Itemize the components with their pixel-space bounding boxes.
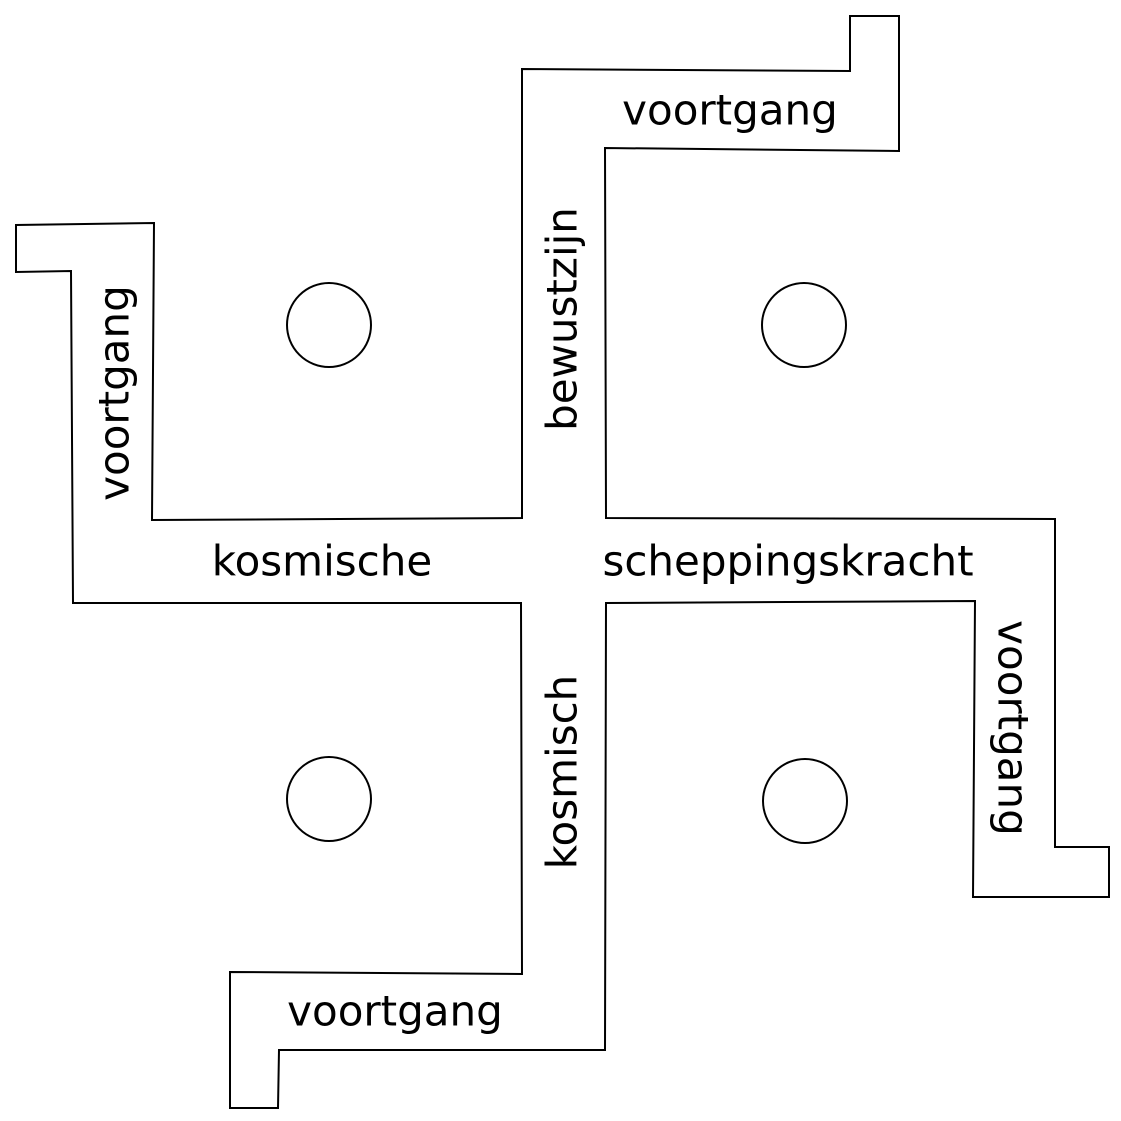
label-left-center: kosmische <box>212 537 432 586</box>
label-right-arm: voortgang <box>989 620 1038 836</box>
label-right-center: scheppingskracht <box>602 537 973 586</box>
label-upper-stem: bewustzijn <box>538 207 587 431</box>
label-left-arm: voortgang <box>90 285 139 501</box>
label-bottom-arm: voortgang <box>287 987 503 1036</box>
circle-top-right <box>761 282 847 368</box>
label-lower-stem: kosmisch <box>538 675 587 870</box>
circle-top-left <box>286 282 372 368</box>
label-top-arm: voortgang <box>622 86 838 135</box>
circle-bottom-left <box>286 756 372 842</box>
figure-outline <box>15 15 1110 1109</box>
circle-bottom-right <box>762 758 848 844</box>
